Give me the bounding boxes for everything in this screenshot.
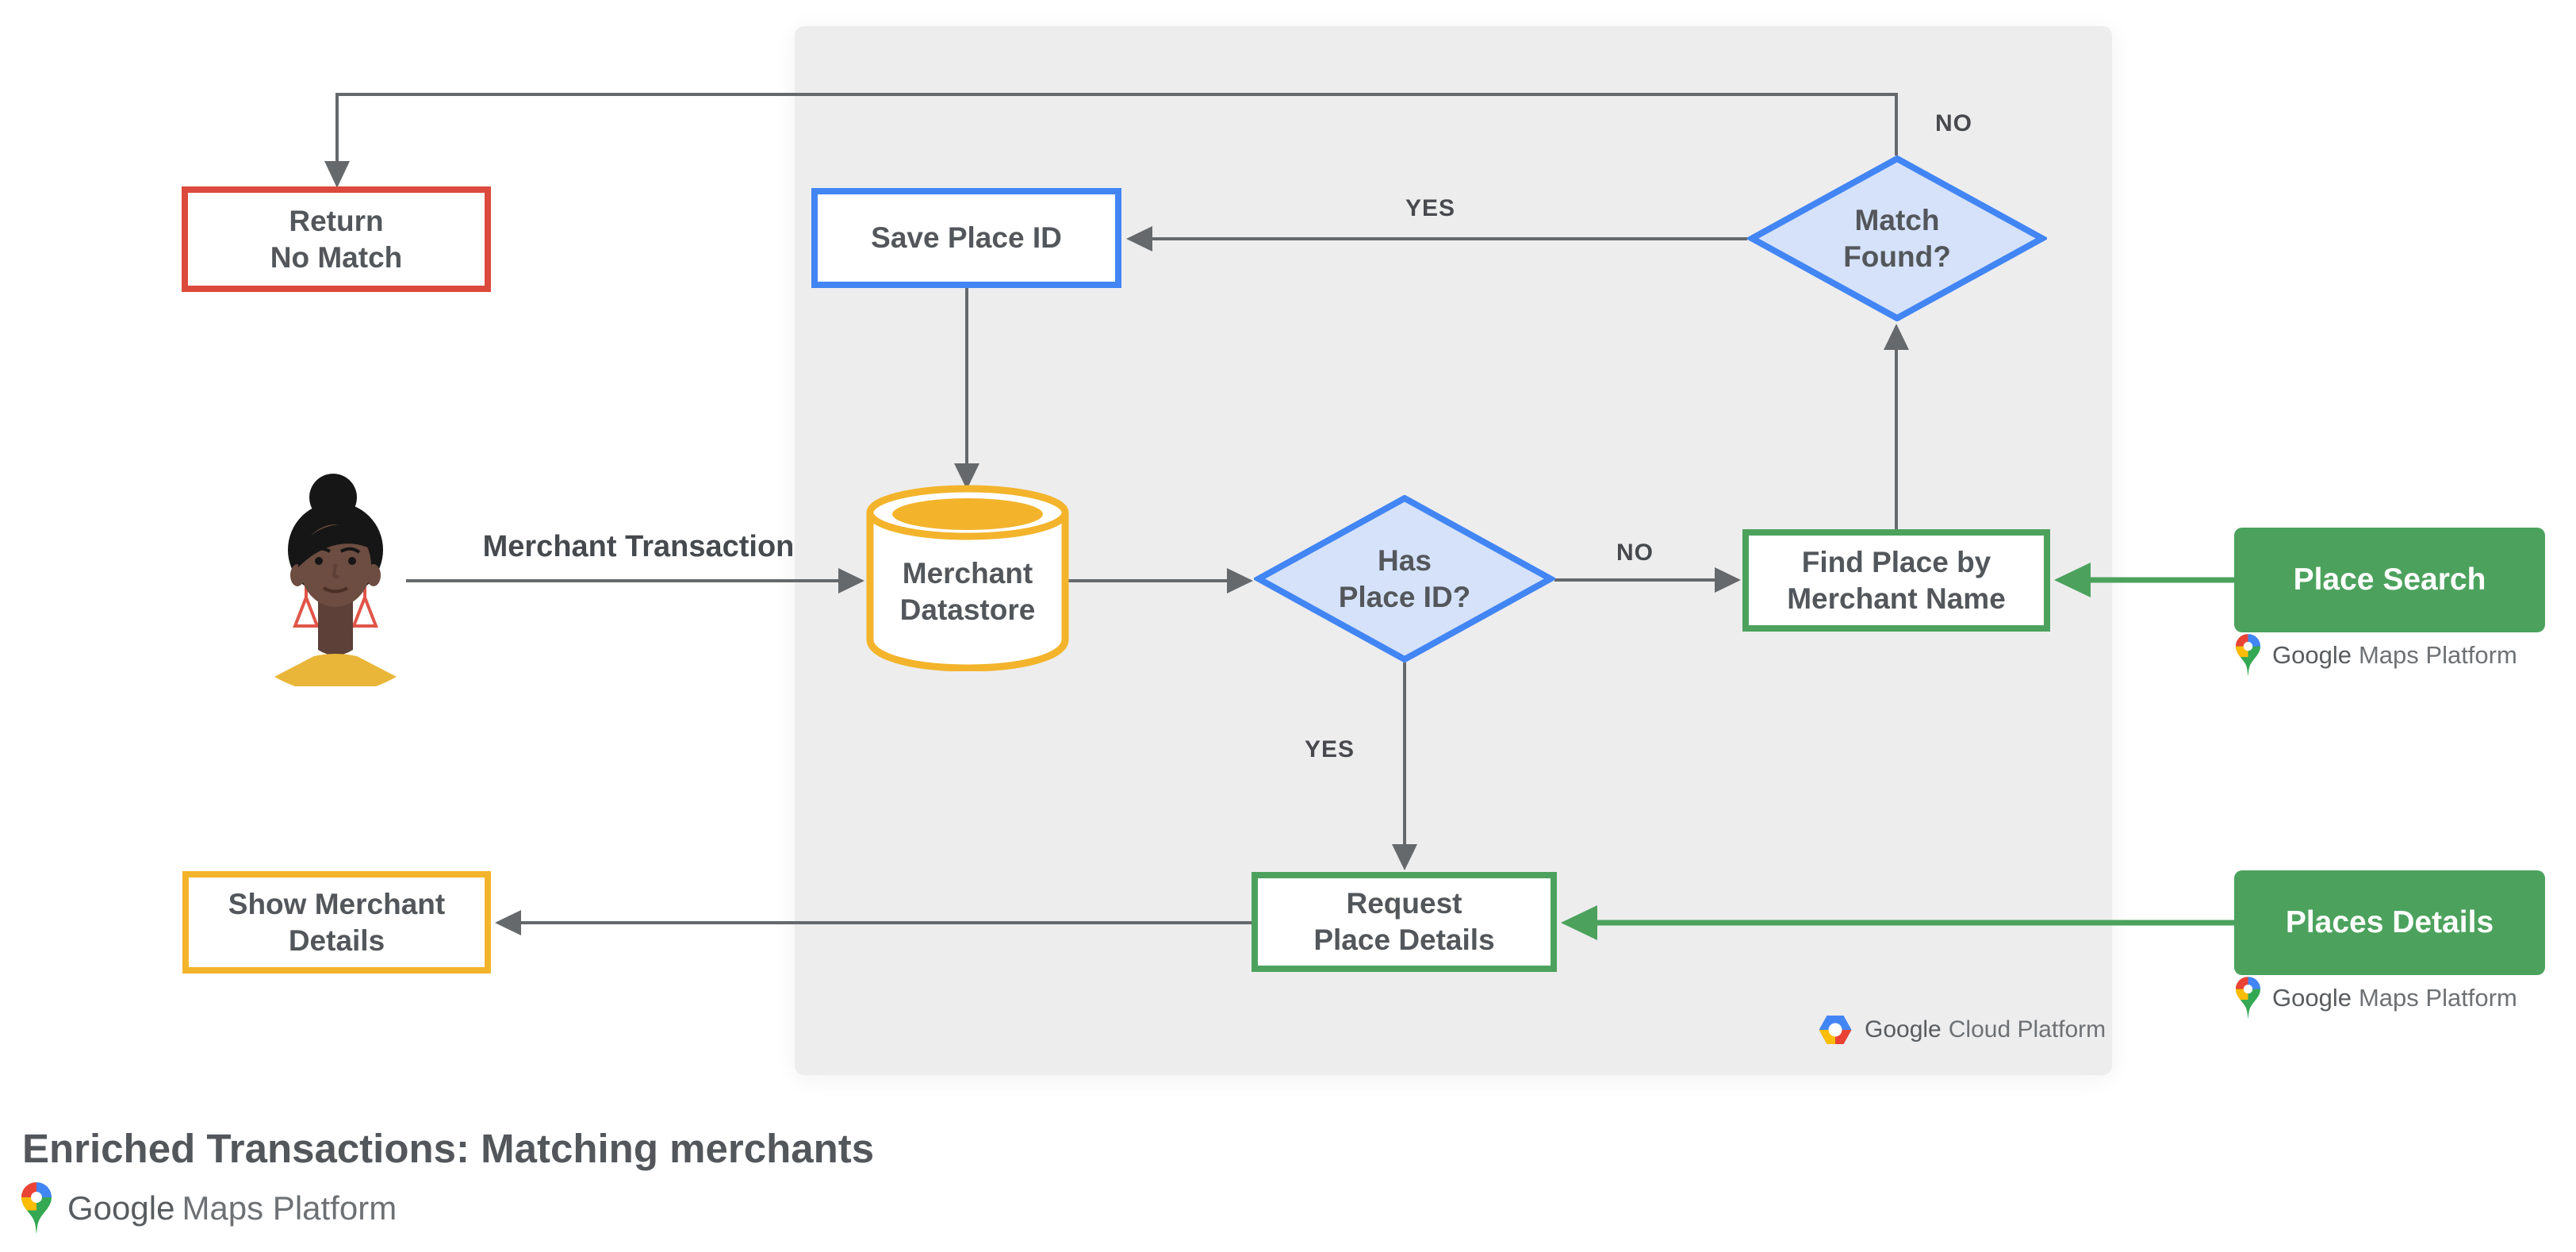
edge-match-found-yes-to-save [1126, 226, 1747, 252]
edge-match-found-no-to-return [324, 93, 1898, 188]
logo-word-google: Google [1865, 1016, 1942, 1043]
node-place-search-api: Place Search [2234, 528, 2545, 632]
node-label: Find Place by [1801, 545, 1991, 578]
logo-word-google: Google [2272, 984, 2352, 1012]
maps-pin-icon [2236, 634, 2260, 677]
edge-label-merchant-transaction: Merchant Transaction [482, 530, 795, 563]
node-label: Details [288, 924, 385, 957]
edge-has-place-yes-to-request [1392, 662, 1417, 870]
edge-label-has-place-id-no: NO [1616, 540, 1654, 566]
merchant-user-avatar [268, 470, 403, 694]
node-label: Merchant [902, 557, 1033, 590]
node-label: Place ID? [1338, 580, 1471, 613]
diamond-shape [1254, 495, 1555, 662]
node-find-place-by-merchant-name: Find Place by Merchant Name [1742, 529, 2050, 632]
node-merchant-datastore: Merchant Datastore [866, 484, 1069, 671]
edge-find-place-to-match-found [1884, 324, 1909, 529]
node-label: Found? [1843, 240, 1951, 273]
edge-label-match-found-yes: YES [1405, 195, 1456, 221]
edge-place-search-to-find-place [2054, 563, 2234, 597]
logo-word-product: Cloud Platform [1948, 1016, 2106, 1043]
database-cylinder-icon [866, 485, 1069, 671]
logo-word-product: Maps Platform [2358, 984, 2517, 1012]
node-has-place-id-decision: Has Place ID? [1254, 495, 1555, 662]
edge-has-place-no-to-find-place [1554, 567, 1741, 593]
diagram-title: Enriched Transactions: Matching merchant… [22, 1126, 875, 1171]
edge-label-match-found-no: NO [1935, 110, 1972, 136]
node-label: Place Details [1313, 924, 1495, 956]
diamond-shape [1747, 156, 2047, 321]
node-match-found-decision: Match Found? [1747, 156, 2047, 321]
node-show-merchant-details: Show Merchant Details [182, 871, 491, 974]
node-label: Places Details [2285, 905, 2494, 939]
maps-pin-icon [21, 1182, 52, 1235]
cloud-hexagon-icon [1819, 1016, 1852, 1044]
node-label: Save Place ID [871, 221, 1062, 254]
node-label: Return [289, 204, 384, 237]
logo-word-product: Maps Platform [2358, 641, 2517, 669]
node-label: Has [1378, 543, 1432, 577]
edge-places-details-to-request [1561, 905, 2234, 940]
node-request-place-details: Request Place Details [1252, 872, 1557, 972]
node-label: No Match [270, 240, 403, 274]
node-label: Merchant Name [1787, 582, 2006, 615]
logo-word-google: Google [2272, 641, 2352, 669]
person-illustration [274, 474, 397, 694]
node-places-details-api: Places Details [2234, 870, 2545, 975]
node-label: Datastore [899, 593, 1036, 626]
logo-word-google: Google [67, 1189, 175, 1227]
node-label: Request [1346, 887, 1462, 920]
maps-pin-icon [2236, 977, 2260, 1020]
node-label: Place Search [2293, 563, 2486, 597]
edge-save-to-datastore [954, 288, 979, 490]
node-label: Match [1854, 203, 1940, 236]
edge-label-has-place-id-yes: YES [1305, 736, 1355, 762]
edge-user-to-datastore [406, 568, 864, 593]
node-return-no-match: Return No Match [182, 186, 491, 292]
logo-word-product: Maps Platform [182, 1189, 397, 1227]
node-label: Show Merchant [228, 887, 446, 920]
edge-request-to-show-merchant [495, 910, 1252, 935]
edge-datastore-to-has-place [1068, 568, 1253, 593]
node-save-place-id: Save Place ID [811, 188, 1121, 288]
